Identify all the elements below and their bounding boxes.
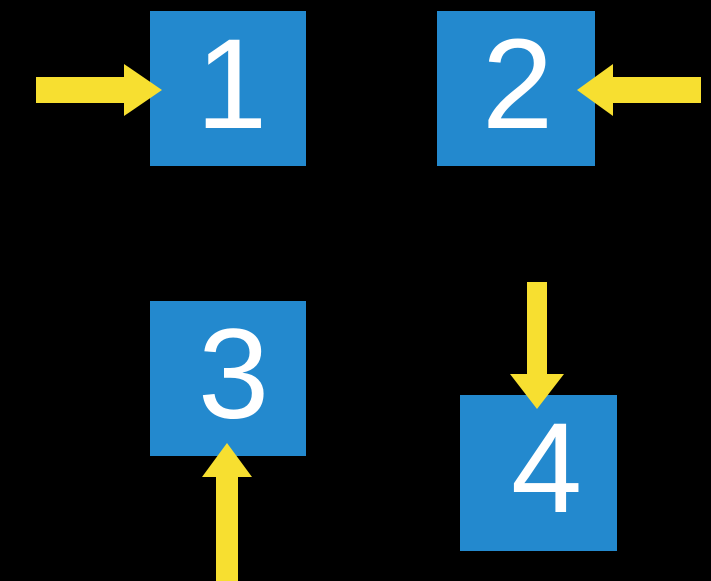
arrow-right-into-node-1 (36, 64, 162, 116)
node-box-1[interactable] (150, 11, 306, 166)
node-label-4: 4 (511, 397, 583, 540)
node-box-3[interactable] (150, 301, 306, 456)
node-label-2: 2 (482, 13, 554, 156)
node-box-4[interactable] (460, 395, 617, 551)
node-box-2[interactable] (437, 11, 595, 166)
arrow-up-into-node-3 (202, 443, 252, 581)
node-label-3: 3 (198, 303, 270, 446)
arrow-down-into-node-4 (510, 282, 564, 409)
arrow-left-into-node-2 (577, 64, 701, 116)
node-label-1: 1 (196, 13, 268, 156)
